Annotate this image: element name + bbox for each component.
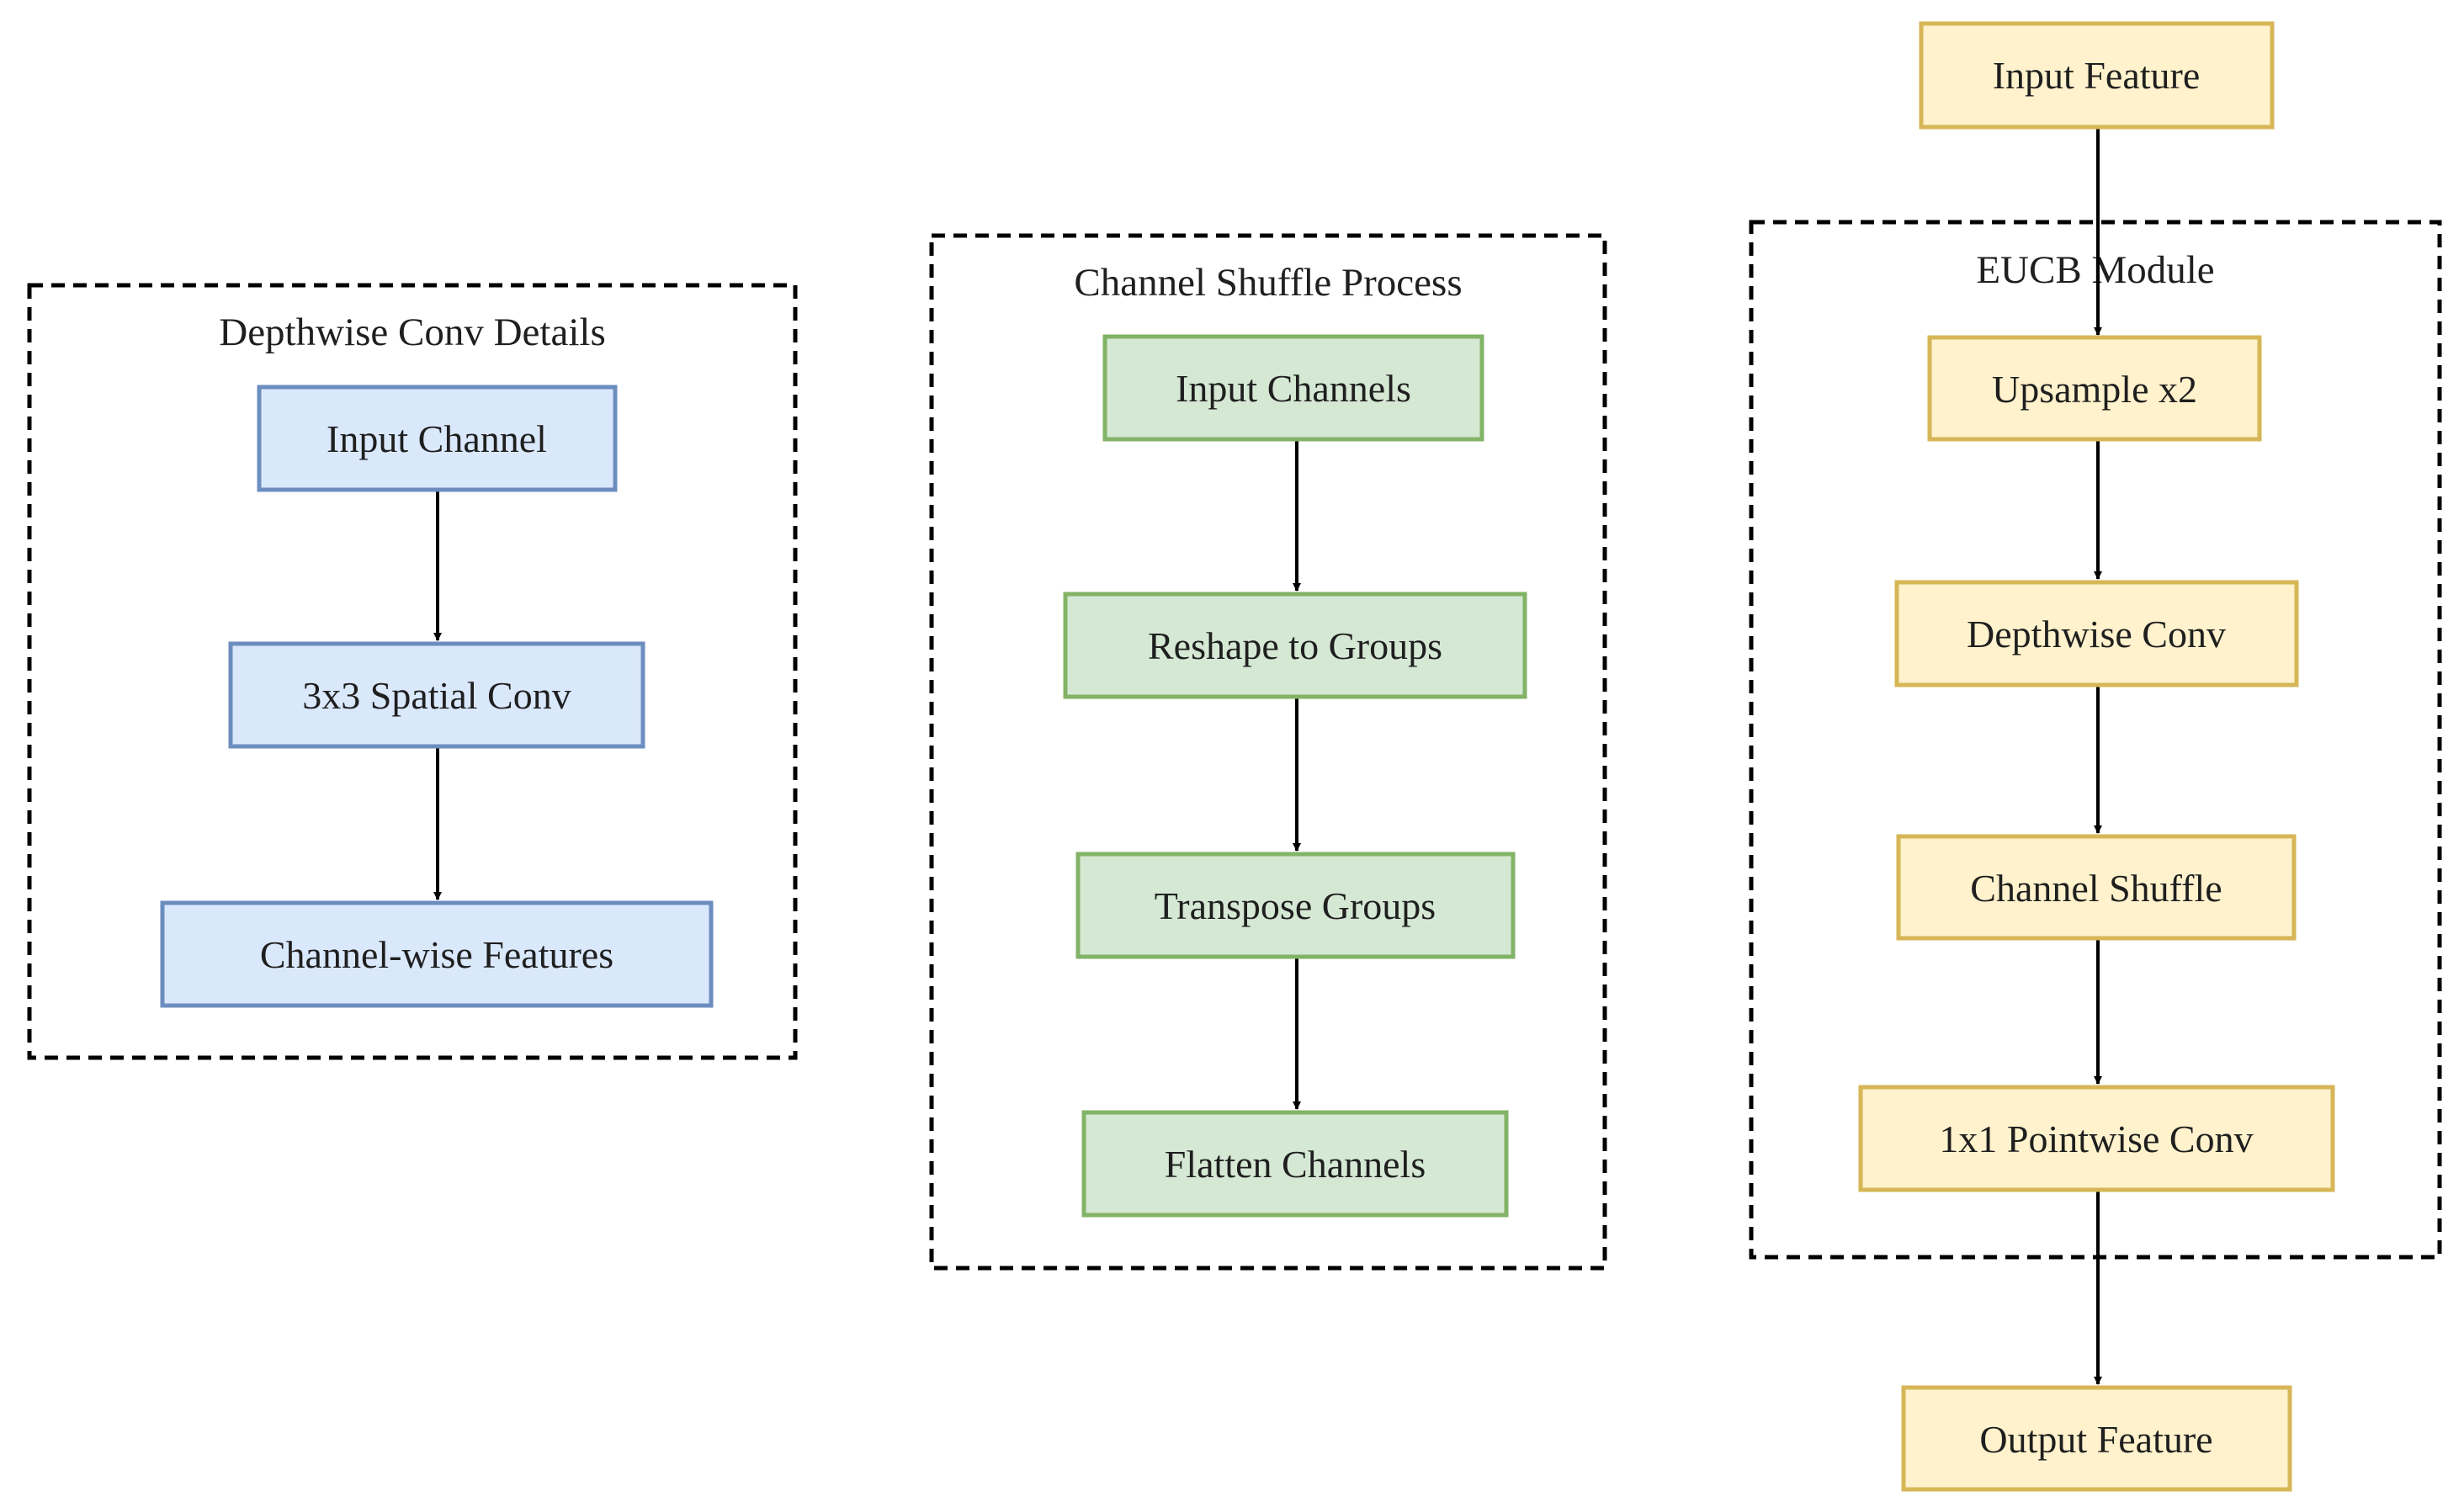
node-depthwise-conv: Depthwise Conv — [1894, 580, 2299, 687]
node-input-feature: Input Feature — [1919, 21, 2275, 130]
group-title-shuffle: Channel Shuffle Process — [1074, 261, 1462, 305]
node-channel-wise-features: Channel-wise Features — [160, 900, 714, 1008]
group-title-eucb: EUCB Module — [1976, 248, 2214, 292]
node-output-feature: Output Feature — [1901, 1385, 2292, 1492]
node-1x1-pointwise-conv: 1x1 Pointwise Conv — [1858, 1085, 2335, 1192]
node-reshape-to-groups: Reshape to Groups — [1063, 592, 1527, 699]
node-label: Input Feature — [1993, 54, 2201, 97]
group-title-depthwise: Depthwise Conv Details — [219, 310, 606, 354]
node-label: Flatten Channels — [1165, 1143, 1426, 1186]
edges — [433, 127, 2102, 1385]
node-label: Output Feature — [1979, 1418, 2212, 1461]
node-label: 3x3 Spatial Conv — [302, 674, 571, 717]
node-label: Channel-wise Features — [260, 933, 613, 976]
group-depthwise-conv-details: Depthwise Conv Details — [27, 283, 798, 1060]
node-label: Reshape to Groups — [1148, 624, 1442, 667]
node-upsample-x2: Upsample x2 — [1927, 335, 2262, 442]
node-label: Input Channels — [1176, 367, 1411, 410]
node-3x3-spatial-conv: 3x3 Spatial Conv — [228, 641, 645, 749]
group-channel-shuffle-process: Channel Shuffle Process — [929, 233, 1607, 1271]
node-label: Transpose Groups — [1155, 884, 1436, 927]
node-label: Channel Shuffle — [1970, 867, 2222, 910]
node-flatten-channels: Flatten Channels — [1081, 1110, 1509, 1218]
node-label: Depthwise Conv — [1967, 613, 2226, 655]
node-input-channel: Input Channel — [257, 385, 618, 492]
group-eucb-module: EUCB Module — [1749, 220, 2442, 1260]
node-channel-shuffle: Channel Shuffle — [1896, 834, 2297, 941]
node-transpose-groups: Transpose Groups — [1075, 852, 1516, 959]
node-label: Input Channel — [327, 417, 547, 460]
node-label: 1x1 Pointwise Conv — [1939, 1117, 2253, 1160]
node-input-channels: Input Channels — [1102, 334, 1484, 442]
node-label: Upsample x2 — [1992, 368, 2197, 411]
